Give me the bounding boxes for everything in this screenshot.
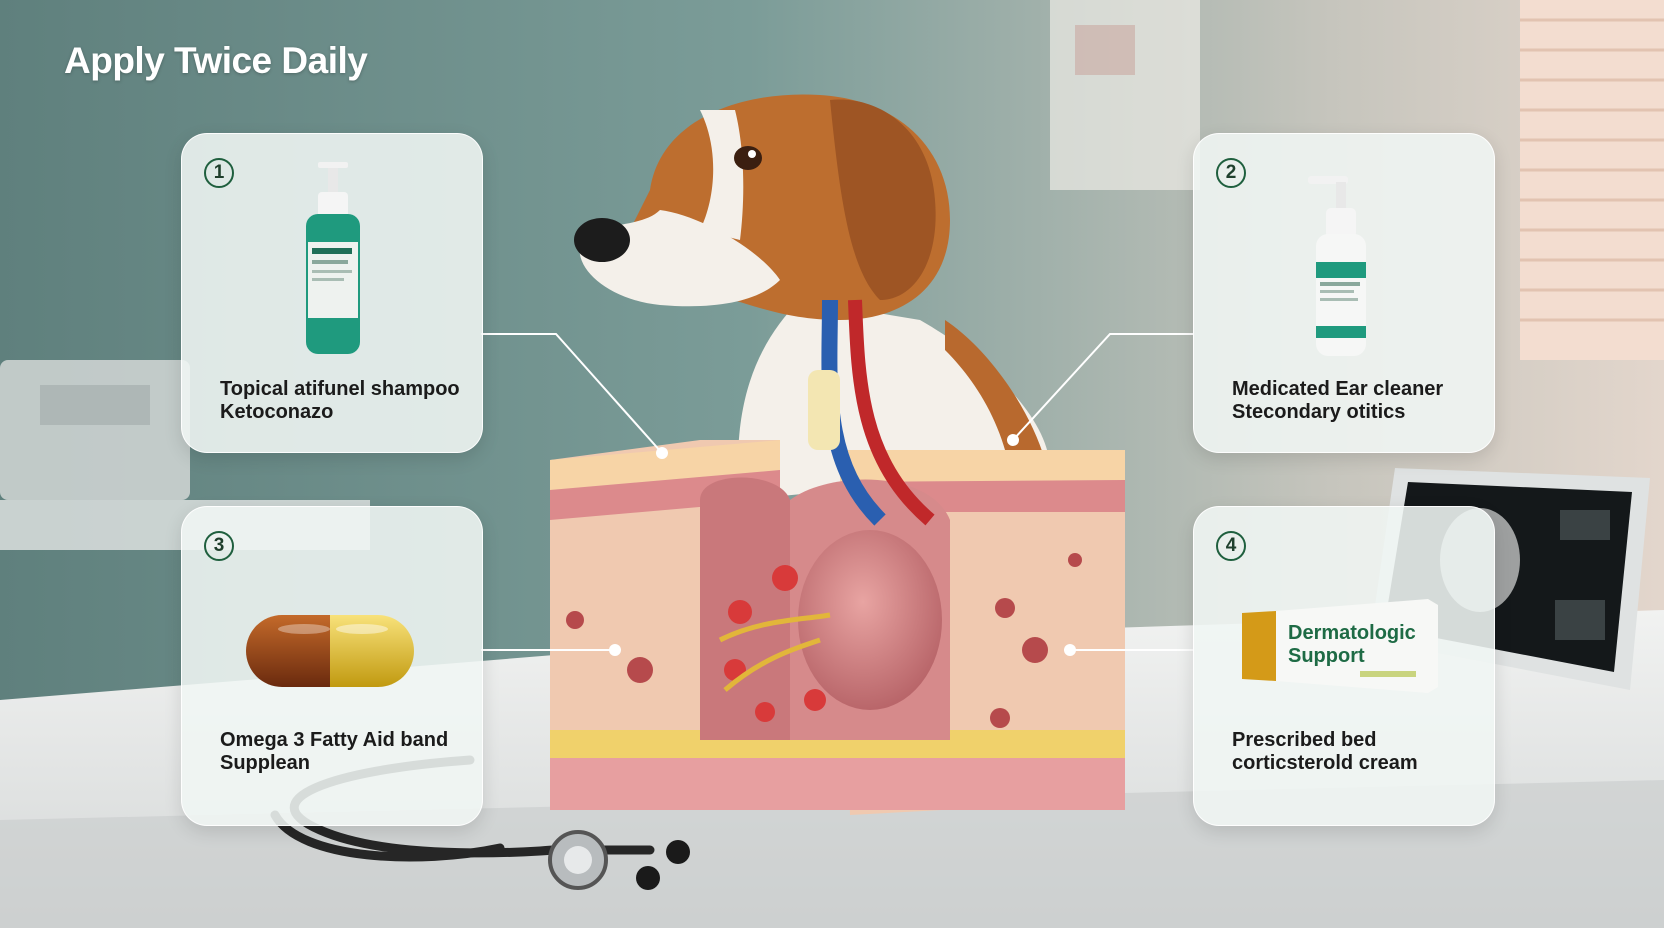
dog-illustration — [574, 94, 1050, 500]
medical-device — [0, 360, 190, 500]
callout-lines — [481, 333, 1193, 651]
shampoo-bottle-icon — [306, 162, 360, 354]
ear-cleaner-bottle-icon — [1308, 176, 1366, 356]
capsule-icon — [246, 615, 414, 687]
card-label: Omega 3 Fatty Aid band Supplean — [220, 729, 449, 774]
treatment-card-4: 4 Prescribed bed corticsterold cream — [1193, 506, 1495, 826]
treatment-card-3: 3 Omega 3 Fatty Aid band Supplean — [181, 506, 483, 826]
step-badge: 3 — [204, 531, 234, 561]
step-badge: 4 — [1216, 531, 1246, 561]
skin-anatomy-model — [550, 299, 1125, 815]
card-label: Medicated Ear cleaner Stecondary otitics — [1232, 378, 1444, 423]
tube-label: Dermatologic Support — [1288, 622, 1416, 667]
window-blinds — [1520, 0, 1664, 360]
treatment-card-2: 2 Medicated Ear cleaner Stecondary otiti… — [1193, 133, 1495, 453]
step-badge: 1 — [204, 158, 234, 188]
step-badge: 2 — [1216, 158, 1246, 188]
card-label: Topical atifunel shampoo Ketoconazo — [220, 378, 460, 423]
treatment-card-1: 1 Topical atifunel shampoo Ketoconazo — [181, 133, 483, 453]
cream-tube-icon — [1242, 599, 1438, 693]
page-title: Apply Twice Daily — [64, 40, 368, 81]
card-label: Prescribed bed corticsterold cream — [1232, 729, 1418, 774]
